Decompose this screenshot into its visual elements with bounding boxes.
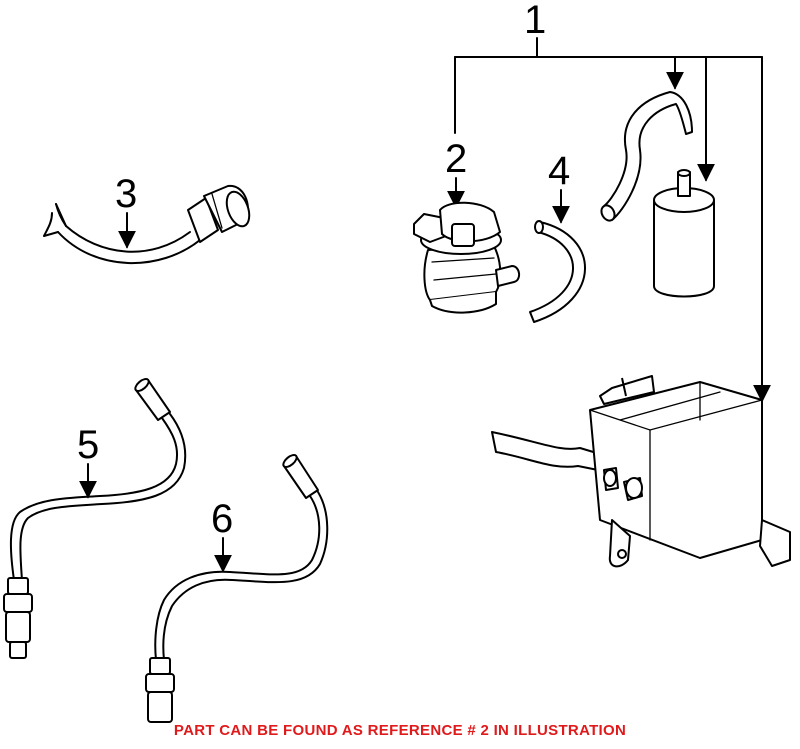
part-1-charcoal-canister [491,375,791,568]
part-1-hose [600,91,693,222]
part-3-vacuum-hose [43,184,251,264]
callout-6: 6 [211,497,233,541]
part-6-oxygen-sensor [145,454,329,723]
callout-4: 4 [548,149,570,193]
callout-5: 5 [77,423,99,467]
callout-2: 2 [445,137,467,181]
footer-note: PART CAN BE FOUND AS REFERENCE # 2 IN IL… [173,722,627,739]
part-1-filter [653,169,715,298]
part-2-purge-valve [413,201,520,314]
callout-3: 3 [115,172,137,216]
callout-1: 1 [524,0,546,42]
callout-1-leader [454,37,771,403]
part-4-hose [529,220,586,323]
part-5-oxygen-sensor [3,378,187,659]
